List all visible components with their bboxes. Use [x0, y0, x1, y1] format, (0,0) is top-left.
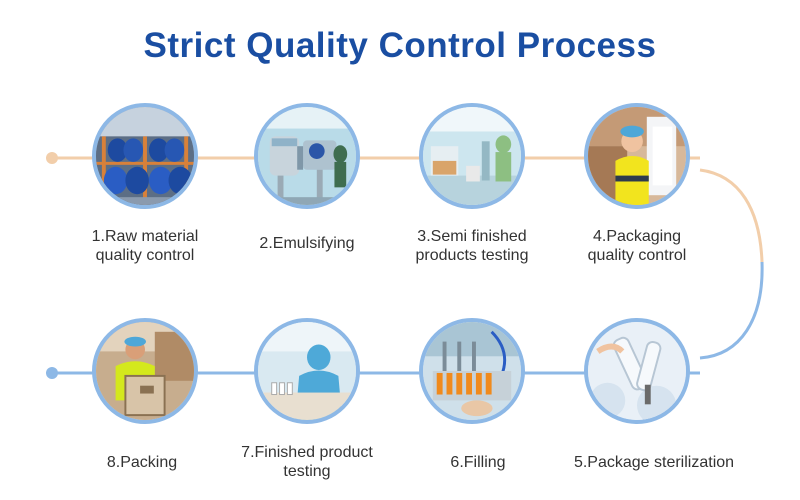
step-6-label: 6.Filling — [450, 454, 506, 471]
step-8-image — [92, 318, 198, 424]
step-1-image — [92, 103, 198, 209]
end-dot — [46, 367, 58, 379]
step-7-image — [254, 318, 360, 424]
step-2-label: 2.Emulsifying — [259, 235, 355, 252]
step-7-label: 7.Finished product testing — [241, 444, 373, 480]
step-5-label: 5.Package sterilization — [573, 454, 735, 471]
step-2-image — [254, 103, 360, 209]
step-4-image — [584, 103, 690, 209]
curve-connector-orange — [699, 168, 764, 263]
step-4-label: 4.Packaging quality control — [587, 228, 687, 264]
step-1-label: 1.Raw material quality control — [91, 228, 199, 264]
step-3-label: 3.Semi finished products testing — [415, 228, 529, 264]
page-title: Strict Quality Control Process — [143, 26, 657, 65]
step-3-image — [419, 103, 525, 209]
step-8-label: 8.Packing — [106, 454, 178, 471]
curve-connector-blue — [699, 261, 764, 360]
step-5-image — [584, 318, 690, 424]
step-6-image — [419, 318, 525, 424]
